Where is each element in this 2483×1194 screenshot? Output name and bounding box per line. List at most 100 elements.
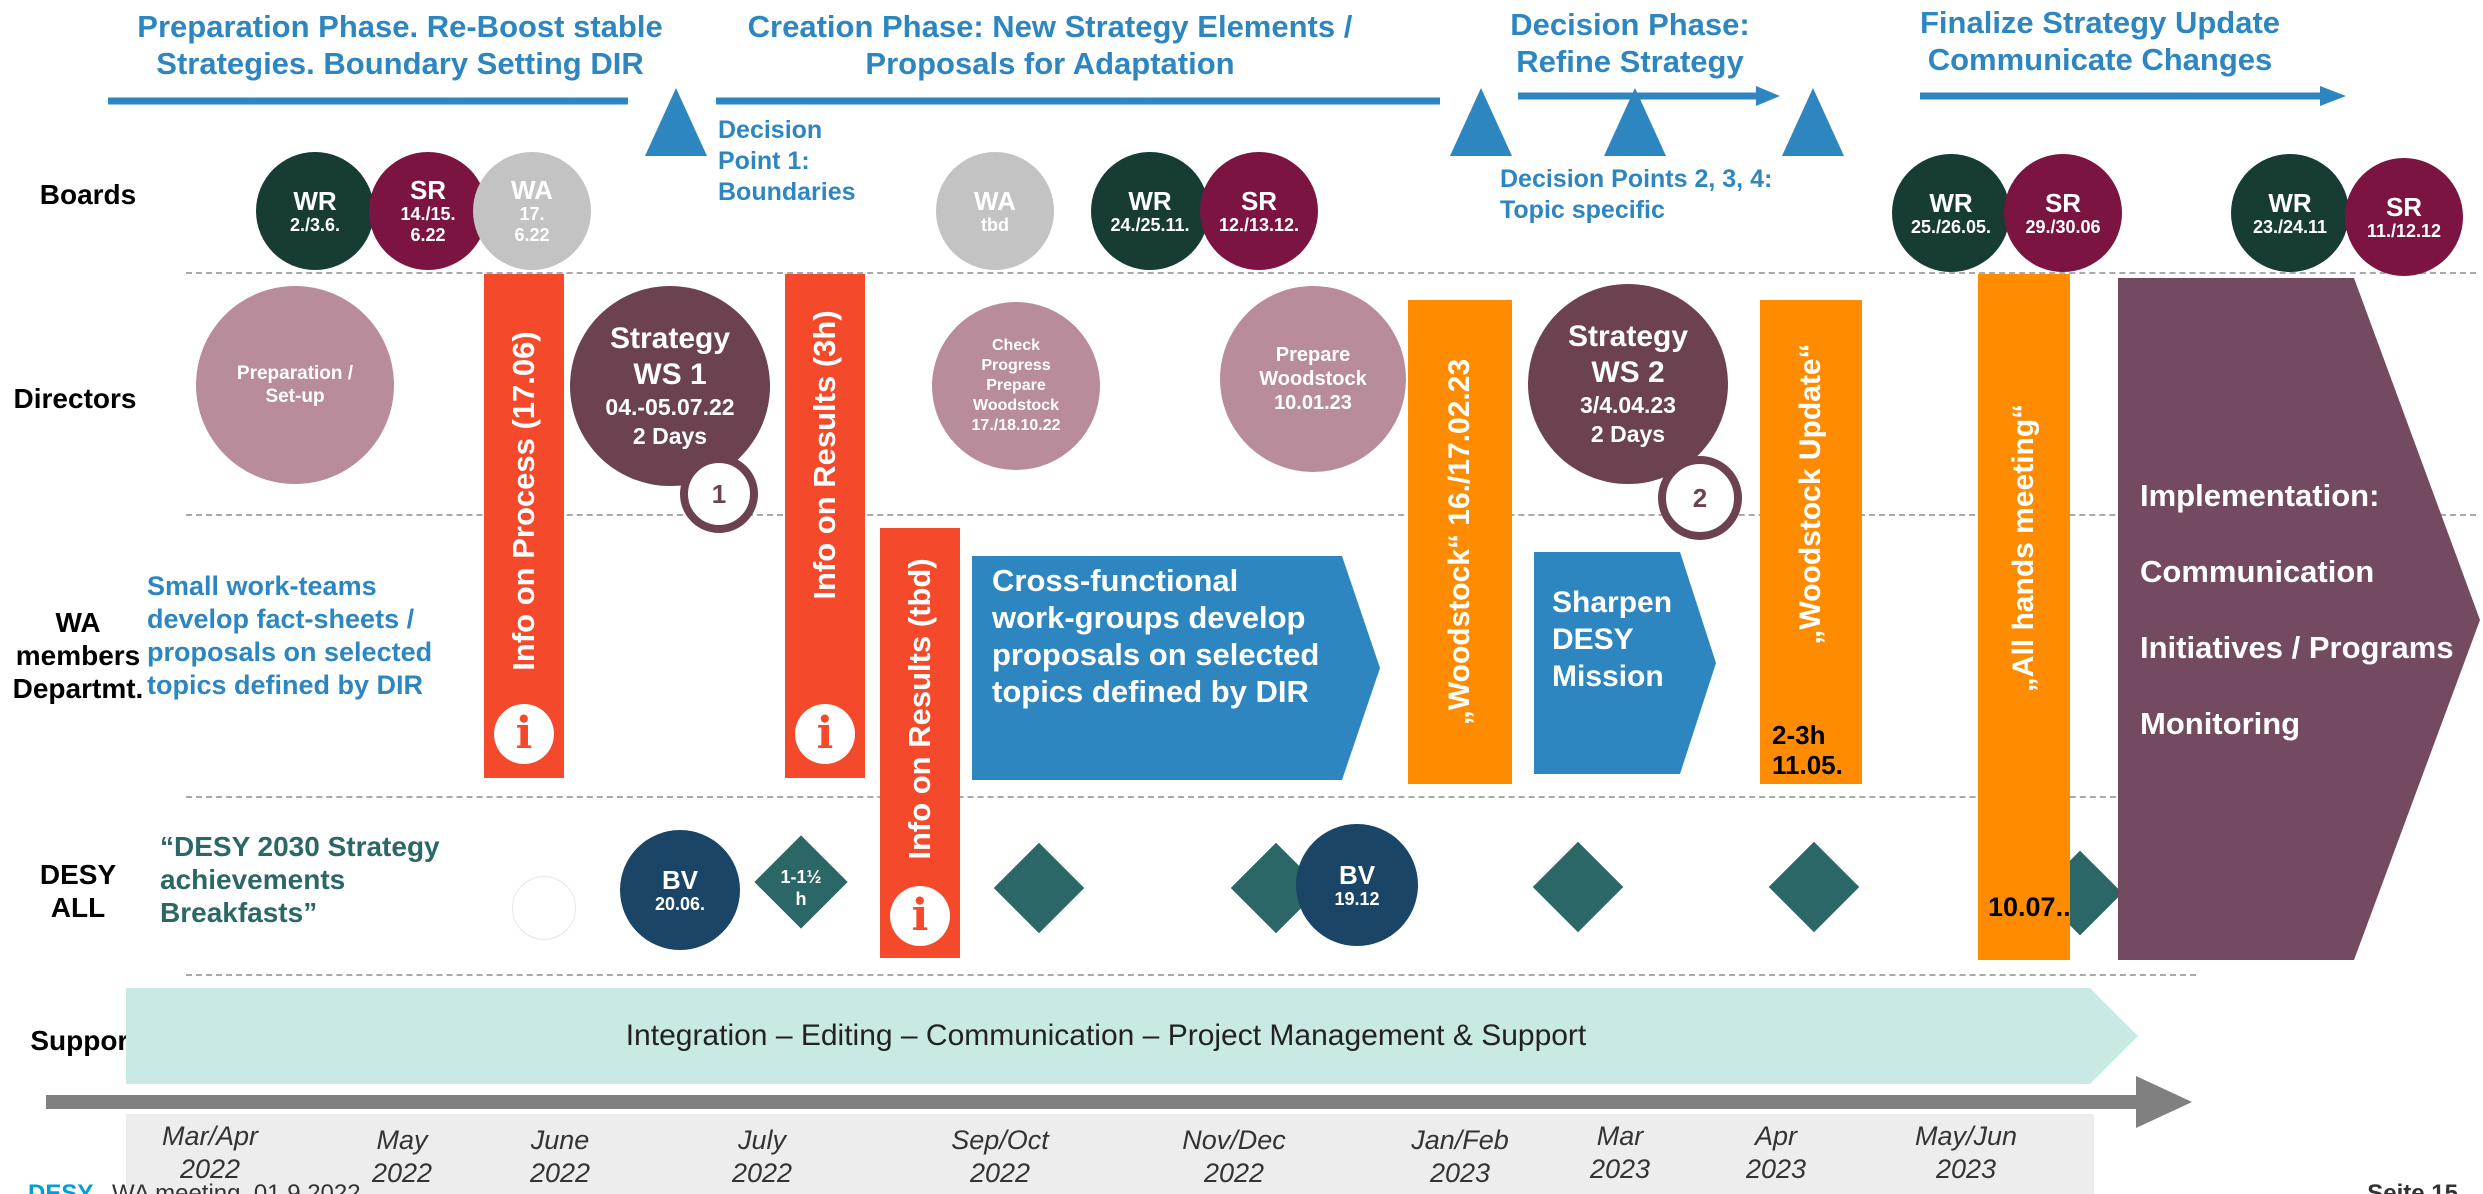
month-label: Sep/Oct 2022 [930, 1124, 1070, 1190]
check-line1: Check [991, 337, 1041, 354]
dp1-line1: Decision [718, 116, 823, 144]
woodstock-update-note: 2-3h 11.05. [1772, 720, 1843, 780]
breakfast-line3: Breakfasts” [160, 897, 318, 928]
board-sr-2: SR 12./13.12. [1200, 152, 1318, 270]
desy-diamond-4 [1532, 841, 1624, 933]
board-title: WR [2268, 187, 2312, 218]
board-date: 23./24.11 [2252, 216, 2328, 237]
decision-points-234-label: Decision Points 2, 3, 4: Topic specific [1500, 164, 1772, 226]
info-icon: i [890, 886, 950, 946]
breakfast-line1: “DESY 2030 Strategy [160, 831, 440, 862]
row-label-wa-line1: WA [55, 607, 101, 638]
info-icon: i [494, 704, 554, 764]
month-year: 2022 [731, 1158, 793, 1188]
bar-info-on-process: Info on Process (17.06) i [484, 274, 564, 778]
wa-text-line3: proposals on selected [147, 637, 433, 667]
board-date: tbd [981, 214, 1009, 235]
board-date-2: 6.22 [514, 225, 550, 245]
month-year: 2022 [1203, 1158, 1265, 1188]
board-date: 24./25.11. [1110, 214, 1190, 235]
ws2-duration: 2 Days [1590, 421, 1666, 447]
check-line3: Prepare [986, 377, 1046, 394]
desy-breakfasts-text: “DESY 2030 Strategy achievements Breakfa… [160, 830, 440, 929]
month-label: May 2022 [332, 1124, 472, 1190]
board-date: 2./3.6. [289, 214, 341, 235]
phase-preparation-line2: Strategies. Boundary Setting DIR [156, 46, 644, 81]
desy-bv-2: BV 19.12 [1296, 824, 1418, 946]
crossfunc-line4: topics defined by DIR [992, 674, 1309, 709]
implementation-initiatives: Initiatives / Programs [2140, 630, 2454, 665]
implementation-text: Implementation: Communication Initiative… [2140, 458, 2454, 762]
month-name: Apr [1754, 1121, 1798, 1151]
phase-creation-line2: Proposals for Adaptation [865, 46, 1235, 81]
phase-decision-title: Decision Phase: Refine Strategy [1470, 6, 1790, 80]
desy-diamond-2 [993, 842, 1085, 934]
wa-small-work-teams: Small work-teams develop fact-sheets / p… [147, 570, 432, 702]
board-date: 17. [519, 204, 545, 224]
phase-finalize-title: Finalize Strategy Update Communicate Cha… [1900, 4, 2300, 78]
month-label: Mar/Apr 2022 [140, 1120, 280, 1186]
month-year: 2022 [529, 1158, 591, 1188]
month-name: May [376, 1125, 428, 1155]
bar-woodstock: „Woodstock“ 16./17.02.23 [1408, 300, 1512, 784]
sharpen-line2: DESY [1552, 623, 1634, 656]
board-wr-1: WR 2./3.6. [256, 152, 374, 270]
row-label-desy-line1: DESY [39, 859, 117, 890]
board-title: SR [2385, 191, 2423, 222]
prepwood-line1: Prepare [1275, 344, 1351, 366]
directors-strategy-ws1: Strategy WS 1 04.-05.07.22 2 Days [570, 286, 770, 486]
implementation-heading: Implementation: [2140, 478, 2380, 513]
month-axis-band [126, 1114, 2094, 1194]
separator-boards-directors [186, 272, 2476, 274]
diamond-label-line2: h [795, 889, 807, 909]
implementation-communication: Communication [2140, 554, 2375, 589]
prep-line1: Preparation / [236, 363, 354, 384]
check-line4: Woodstock [973, 397, 1059, 414]
footer-brand-text: DESY. [28, 1180, 98, 1194]
separator-directors-wa [186, 514, 2476, 516]
desy-diamond-1-label: 1-1½ h [758, 866, 844, 910]
ws2-title1: Strategy [1567, 320, 1689, 353]
phase-preparation-line1: Preparation Phase. Re-Boost stable [137, 9, 663, 44]
month-label: Mar 2023 [1550, 1120, 1690, 1186]
separator-desy-support [186, 974, 2196, 976]
crossfunc-line2: work-groups develop [992, 600, 1306, 635]
wa-text-line4: topics defined by DIR [147, 670, 424, 700]
board-date: 12./13.12. [1218, 214, 1300, 235]
bv1-date: 20.06. [654, 893, 706, 914]
phase-decision-line1: Decision Phase: [1510, 7, 1750, 42]
board-title: WR [1929, 187, 1973, 218]
dp234-line2: Topic specific [1500, 196, 1665, 224]
bar-info-on-results-tbd-label: Info on Results (tbd) [902, 557, 937, 860]
diamond-label-line1: 1-1½ [780, 867, 822, 887]
month-year: 2022 [969, 1158, 1031, 1188]
all-hands-date: 10.07.. [1988, 892, 2071, 922]
board-date: 14./15. [400, 204, 456, 224]
bar-info-on-results-tbd: Info on Results (tbd) i [880, 528, 960, 958]
board-title: SR [2044, 187, 2082, 218]
directors-check-progress: Check Progress Prepare Woodstock 17./18.… [932, 302, 1100, 470]
month-year: 2022 [371, 1158, 433, 1188]
dp1-line3: Boundaries [718, 178, 856, 206]
board-date: 25./26.05. [1910, 216, 1992, 237]
wa-text-line1: Small work-teams [147, 571, 377, 601]
phase-finalize-arrowhead [2320, 86, 2346, 106]
row-label-directors: Directors [13, 383, 137, 414]
directors-prepare-woodstock: Prepare Woodstock 10.01.23 [1220, 286, 1406, 472]
month-label: Nov/Dec 2022 [1164, 1124, 1304, 1190]
timeline-arrow [46, 1076, 2192, 1128]
footer-text: WA meeting, 01.9.2022 [112, 1180, 361, 1194]
month-name: May/Jun [1914, 1121, 2018, 1151]
month-name: Sep/Oct [951, 1125, 1049, 1155]
prepwood-line2: Woodstock [1259, 368, 1367, 390]
bar-woodstock-label: „Woodstock“ 16./17.02.23 [1443, 358, 1476, 726]
phase-lines [108, 86, 2346, 156]
phase-finalize-line1: Finalize Strategy Update [1919, 5, 2281, 40]
ws1-number: 1 [711, 478, 727, 509]
separator-wa-desy [186, 796, 2186, 798]
month-label: May/Jun 2023 [1896, 1120, 2036, 1186]
row-label-wa: WA members Departmt. [8, 606, 148, 705]
wa-text-line2: develop fact-sheets / [147, 604, 415, 634]
ws2-title2: WS 2 [1591, 356, 1665, 389]
board-title: WA [974, 185, 1016, 216]
